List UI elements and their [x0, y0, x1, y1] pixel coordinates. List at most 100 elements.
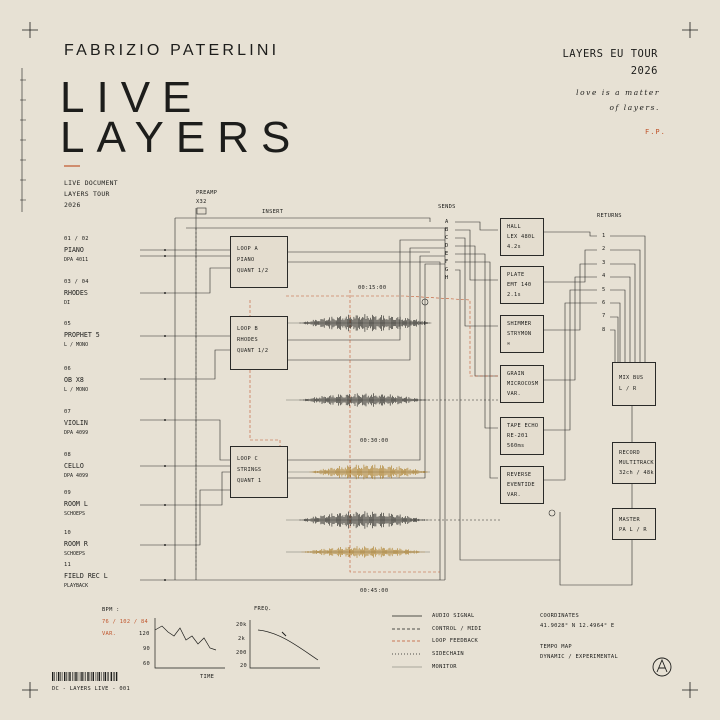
waveform: [299, 393, 425, 407]
channel-source: PLAYBACK: [64, 583, 89, 589]
artist-name: FABRIZIO PATERLINI: [64, 42, 280, 59]
effect-name: HALL: [507, 224, 521, 230]
barcode-icon: [52, 672, 118, 681]
loop-quant: QUANT 1/2: [237, 268, 269, 274]
return-number: 5: [602, 286, 606, 293]
title-line-1: LIVE: [60, 73, 204, 122]
mix-bus-title: MIX BUS: [619, 375, 644, 381]
send-letter: E: [445, 251, 449, 257]
waveform: [299, 314, 432, 332]
returns-label: RETURNS: [597, 213, 622, 219]
effect-box: SHIMMER STRYMON ∞: [500, 315, 544, 353]
effect-value: VAR.: [507, 391, 521, 397]
channel-id: 11: [64, 562, 72, 568]
channel-id: 06: [64, 366, 72, 372]
return-number: 6: [602, 300, 606, 306]
doc-line: LAYERS TOUR: [64, 190, 110, 198]
freq-tick: 200: [236, 650, 247, 656]
tempo-map-value: DYNAMIC / EXPERIMENTAL: [540, 654, 618, 660]
bpm-xlabel: TIME: [200, 674, 215, 680]
doc-info: LIVE DOCUMENT LAYERS TOUR 2026: [64, 178, 118, 211]
legend-label: LOOP FEEDBACK: [432, 638, 479, 645]
preamp-label: PREAMP: [196, 190, 218, 196]
effect-model: EMT 140: [507, 282, 532, 288]
loop-instrument: RHODES: [237, 337, 258, 343]
legend-label: MONITOR: [432, 663, 457, 670]
effect-value: VAR.: [507, 492, 521, 498]
master-title: MASTER: [619, 517, 640, 523]
waveform: [301, 546, 425, 558]
channel-id: 07: [64, 409, 72, 415]
record-box: RECORD MULTITRACK 32ch / 48k: [612, 442, 656, 484]
record-sub: MULTITRACK: [619, 460, 654, 466]
effect-model: EVENTIDE: [507, 482, 535, 488]
return-number: 7: [602, 313, 606, 320]
channel-source: DPA 4011: [64, 257, 89, 263]
master-sub: PA L / R: [619, 527, 647, 533]
registration-crosshair-icon: [22, 22, 698, 698]
catalog-number: DC - LAYERS LIVE - 001: [52, 686, 130, 692]
loop-b-box: LOOP B RHODES QUANT 1/2: [230, 316, 288, 370]
return-number: 8: [602, 326, 606, 333]
effect-name: TAPE ECHO: [507, 423, 539, 429]
send-letter: H: [445, 275, 449, 281]
effect-model: LEX 480L: [507, 234, 535, 240]
effect-model: STRYMON: [507, 331, 532, 337]
bpm-tick: 60: [143, 661, 151, 667]
return-number: 2: [602, 246, 606, 253]
channel-source: L / MONO: [64, 342, 89, 348]
channel-source: SCHOEPS: [64, 511, 86, 517]
bpm-values: 76 / 102 / 84: [102, 619, 149, 625]
mix-bus-sub: L / R: [619, 386, 637, 392]
channel-name: CELLO: [64, 462, 84, 470]
timestamp: 00:15:00: [358, 285, 387, 291]
doc-line: 2026: [64, 201, 81, 209]
loop-quant: QUANT 1/2: [237, 348, 269, 354]
coords-label: COORDINATES: [540, 613, 579, 619]
channel-name: RHODES: [64, 289, 88, 297]
waveform: [309, 464, 429, 480]
loop-quant: QUANT 1: [237, 478, 262, 484]
freq-tick: 20: [240, 663, 248, 669]
bpm-var: VAR.: [102, 631, 117, 637]
send-letter: C: [445, 235, 449, 241]
effect-model: RE-201: [507, 433, 528, 439]
effect-model: MICROCOSM: [507, 381, 539, 387]
loop-instrument: PIANO: [237, 257, 255, 263]
effect-name: GRAIN: [507, 371, 525, 377]
quote: love is a matter of layers.: [576, 85, 660, 115]
channel-source: DPA 4099: [64, 430, 89, 436]
effect-name: SHIMMER: [507, 321, 532, 327]
effect-value: 4.2s: [507, 244, 521, 250]
timestamp: 00:45:00: [360, 588, 389, 594]
title-line-2: LAYERS: [60, 113, 303, 162]
legend-label: AUDIO SIGNAL: [432, 613, 475, 619]
loop-c-box: LOOP C STRINGS QUANT 1: [230, 446, 288, 498]
return-number: 1: [602, 233, 606, 239]
preamp-sub: X32: [196, 199, 207, 205]
loop-instrument: STRINGS: [237, 467, 262, 473]
effect-name: REVERSE: [507, 472, 532, 478]
channel-name: PIANO: [64, 246, 84, 254]
channel-name: PROPHET 5: [64, 331, 100, 339]
loop-title: LOOP A: [237, 246, 258, 252]
channel-source: SCHOEPS: [64, 551, 86, 557]
channel-id: 10: [64, 530, 72, 536]
send-letter: A: [445, 219, 449, 225]
doc-line: LIVE DOCUMENT: [64, 179, 118, 187]
effect-value: ∞: [507, 341, 511, 347]
send-letter: F: [445, 259, 449, 265]
tour-info: LAYERS EU TOUR 2026: [562, 46, 658, 80]
channel-name: OB X8: [64, 376, 84, 384]
loop-a-box: LOOP A PIANO QUANT 1/2: [230, 236, 288, 288]
channel-id: 05: [64, 321, 72, 327]
channel-source: L / MONO: [64, 387, 89, 393]
timestamp: 00:30:00: [360, 438, 389, 444]
channel-source: DI: [64, 300, 71, 306]
channel-name: FIELD REC L: [64, 572, 108, 580]
freq-label: FREQ.: [254, 606, 272, 612]
bpm-tick: 90: [143, 646, 151, 652]
